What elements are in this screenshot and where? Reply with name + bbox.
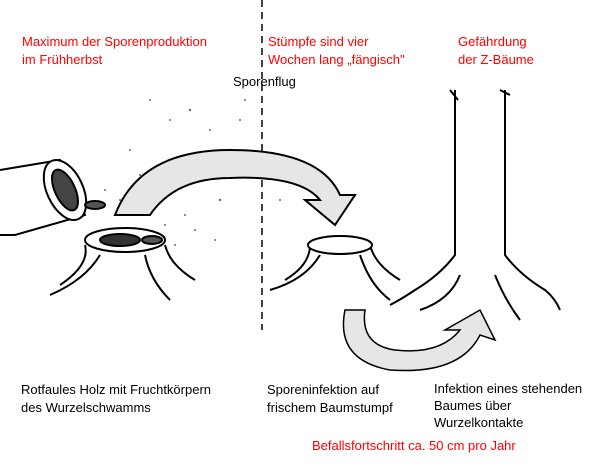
rotten-log <box>0 158 106 236</box>
label-line: Baumes über <box>434 398 512 413</box>
label-line: Infektion eines stehenden <box>434 381 583 396</box>
label-line: des Wurzelschwamms <box>21 400 151 415</box>
label-line: Wochen lang „fängisch" <box>268 52 405 67</box>
label-line: Gefährdung <box>458 34 527 49</box>
label-line: Stümpfe sind vier <box>268 34 369 49</box>
spore-flight-label: Sporenflug <box>233 74 296 89</box>
rotten-wood-label: Rotfaules Holz mit Fruchtkörpern des Wur… <box>21 381 211 417</box>
spore-max-label: Maximum der Sporenproduktion im Frühherb… <box>22 33 207 69</box>
label-line: Rotfaules Holz mit Fruchtkörpern <box>21 382 212 397</box>
stumps-label: Stümpfe sind vier Wochen lang „fängisch" <box>268 33 405 69</box>
spore-flight-arrow <box>113 148 357 227</box>
label-line: im Frühherbst <box>22 52 103 67</box>
label-line: frischem Baumstumpf <box>267 400 393 415</box>
root-contact-arrow <box>342 308 497 372</box>
fresh-stump <box>269 235 401 301</box>
stump-infection-label: Sporeninfektion auf frischem Baumstumpf <box>267 381 393 417</box>
label-line: Maximum der Sporenproduktion <box>22 34 207 49</box>
progress-label: Befallsfortschritt ca. 50 cm pro Jahr <box>312 438 516 453</box>
left-stump <box>49 227 196 301</box>
label-line: Wurzelkontakte <box>434 415 524 430</box>
danger-label: Gefährdung der Z-Bäume <box>458 33 534 69</box>
standing-tree <box>389 89 561 321</box>
label-line: Sporeninfektion auf <box>267 382 380 397</box>
tree-infection-label: Infektion eines stehenden Baumes über Wu… <box>434 380 582 431</box>
label-line: der Z-Bäume <box>458 52 534 67</box>
